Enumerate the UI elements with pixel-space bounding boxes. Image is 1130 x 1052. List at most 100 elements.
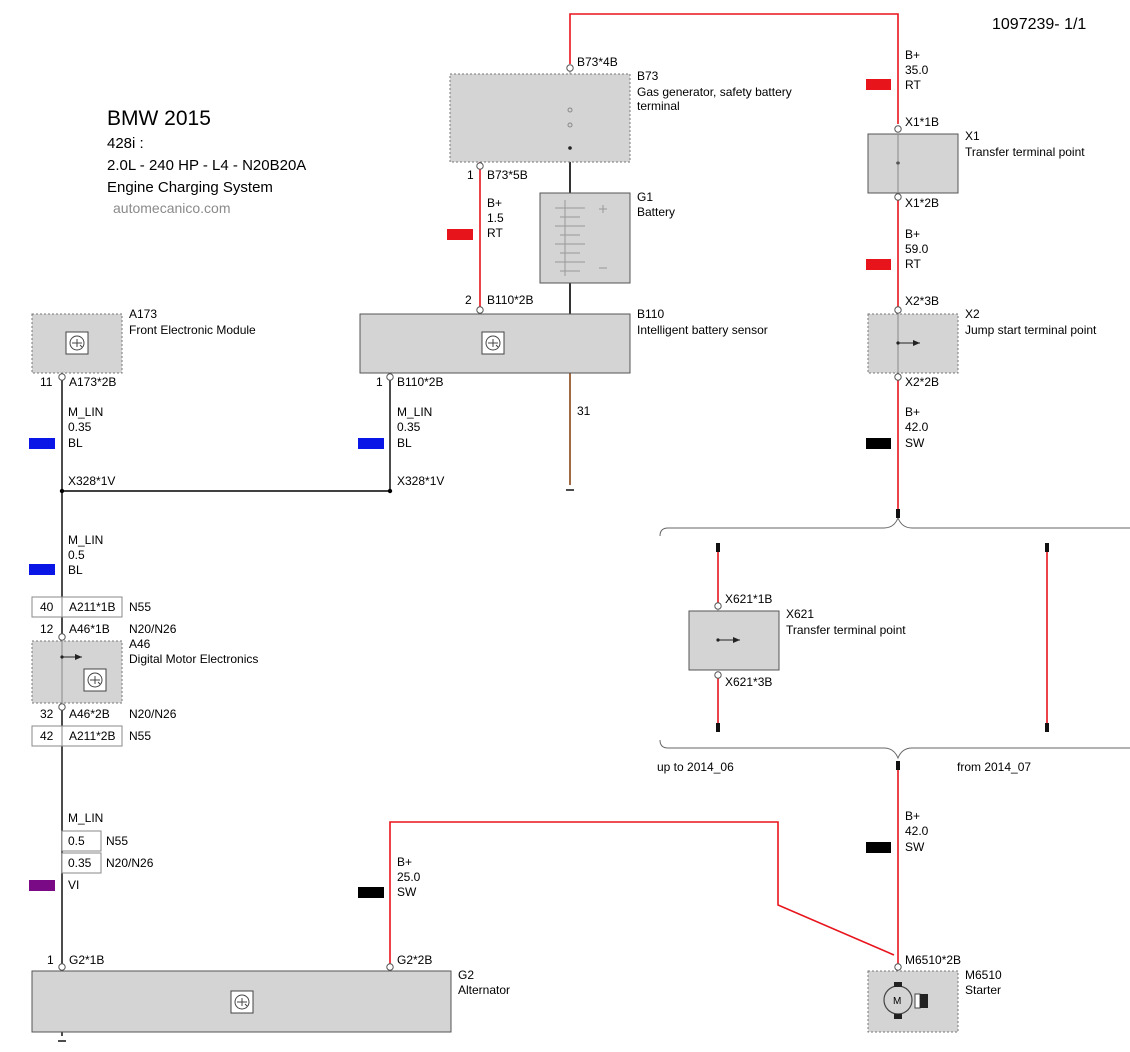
g1-box[interactable]: [539, 192, 631, 284]
swatch-violet: [29, 880, 55, 891]
a46-box[interactable]: [31, 640, 123, 704]
component-desc: Front Electronic Module: [129, 323, 256, 337]
pin-label: A46*2B: [69, 707, 110, 721]
pin-number: 12: [40, 622, 54, 636]
wire-size: 1.5: [487, 211, 504, 225]
variant-label: N55: [129, 729, 151, 743]
svg-text:M: M: [893, 996, 901, 1007]
wire-signal: M_LIN: [68, 405, 103, 419]
pin-x1-top[interactable]: [894, 125, 902, 133]
wire-size: 0.5: [68, 834, 85, 848]
variant-boxes: [31, 596, 123, 874]
pin-label: G2*1B: [69, 953, 104, 967]
wire-signal: M_LIN: [68, 811, 103, 825]
pin-m6510[interactable]: [894, 963, 902, 971]
ground-label: 31: [577, 404, 591, 418]
variant-label: N20/N26: [129, 622, 177, 636]
pin-b110-top[interactable]: [476, 306, 484, 314]
break-marker: [896, 761, 900, 770]
website-watermark: automecanico.com: [113, 200, 231, 216]
b73-node: [568, 146, 572, 150]
swatch-black: [866, 438, 891, 449]
a211-bottom-box: [31, 725, 123, 747]
pin-a46-bottom[interactable]: [58, 703, 66, 711]
pin-x1-bottom[interactable]: [894, 193, 902, 201]
wire-color-code: RT: [905, 78, 921, 92]
b110-ecu-icon: [481, 331, 505, 355]
break-marker: [1045, 723, 1049, 732]
pin-label: G2*2B: [397, 953, 432, 967]
a211-top-box: [31, 596, 123, 618]
pin-g2-1b[interactable]: [58, 963, 66, 971]
x1-box[interactable]: [867, 133, 959, 194]
pin-label: X1*2B: [905, 196, 939, 210]
component-id: A46: [129, 637, 151, 651]
variant-left-label: up to 2014_06: [657, 760, 734, 774]
pin-a46-top[interactable]: [58, 633, 66, 641]
break-marker: [716, 543, 720, 552]
wire-g2-m6510[interactable]: [389, 821, 895, 966]
size-n55-box: [61, 830, 102, 852]
connector-pins: [58, 64, 902, 971]
component-id: A173: [129, 307, 157, 321]
component-id: B110: [637, 307, 664, 321]
pin-a173[interactable]: [58, 373, 66, 381]
wire-size: 59.0: [905, 242, 929, 256]
component-desc: Digital Motor Electronics: [129, 652, 258, 666]
wire-size: 0.35: [68, 420, 92, 434]
component-desc: Transfer terminal point: [965, 145, 1085, 159]
component-desc: Jump start terminal point: [965, 323, 1097, 337]
pin-number: 2: [465, 293, 472, 307]
pin-x621-top[interactable]: [714, 602, 722, 610]
wire-signal: B+: [905, 809, 920, 823]
labels: B73*4B B73 Gas generator, safety battery…: [40, 48, 1097, 997]
starter-motor-icon: M: [883, 982, 928, 1019]
a173-ecu-icon: [65, 331, 89, 355]
g2-ecu-icon: [230, 990, 254, 1014]
wire-size: 0.5: [68, 548, 85, 562]
pin-b73-4b[interactable]: [566, 64, 574, 72]
pin-number: 1: [467, 168, 474, 182]
battery-symbol: [555, 200, 607, 276]
component-desc: Transfer terminal point: [786, 623, 906, 637]
pin-b110-bottom[interactable]: [386, 373, 394, 381]
pin-x621-bottom[interactable]: [714, 671, 722, 679]
pin-label: A173*2B: [69, 375, 116, 389]
m6510-box[interactable]: [867, 970, 959, 1033]
engine-label: 2.0L - 240 HP - L4 - N20B20A: [107, 157, 307, 174]
pin-x2-bottom[interactable]: [894, 373, 902, 381]
component-desc: Battery: [637, 205, 675, 219]
pin-label: B110*2B: [487, 293, 533, 307]
system-label: Engine Charging System: [107, 179, 273, 196]
pin-label: X621*1B: [725, 592, 772, 606]
wire-color-code: SW: [905, 840, 925, 854]
wire-size: 25.0: [397, 870, 421, 884]
wire-color-swatches: [29, 79, 891, 898]
pin-b73-5b[interactable]: [476, 162, 484, 170]
wire-color-code: SW: [905, 436, 925, 450]
pin-number: 40: [40, 600, 54, 614]
pin-label: X2*3B: [905, 294, 939, 308]
wire-b73-x1[interactable]: [569, 13, 899, 124]
wire-signal: B+: [905, 227, 920, 241]
swatch-blue: [29, 564, 55, 575]
pin-g2-2b[interactable]: [386, 963, 394, 971]
wire-signal: M_LIN: [397, 405, 432, 419]
break-markers: [716, 509, 1049, 770]
pin-label: X1*1B: [905, 115, 939, 129]
component-desc: Alternator: [458, 983, 510, 997]
wire-color-code: BL: [68, 563, 83, 577]
variant-braces: [659, 516, 1130, 760]
wire-color-code: BL: [397, 436, 412, 450]
a46-ecu-icon: [83, 668, 107, 692]
b73-box[interactable]: [449, 73, 631, 163]
swatch-blue: [29, 438, 55, 449]
variant-label: N20/N26: [129, 707, 177, 721]
component-desc: terminal: [637, 99, 680, 113]
pin-number: 1: [47, 953, 54, 967]
wire-signal: B+: [397, 855, 412, 869]
pin-x2-top[interactable]: [894, 306, 902, 314]
component-id: M6510: [965, 968, 1002, 982]
pin-label: A211*2B: [69, 729, 115, 743]
brace-bottom: [659, 739, 1130, 760]
